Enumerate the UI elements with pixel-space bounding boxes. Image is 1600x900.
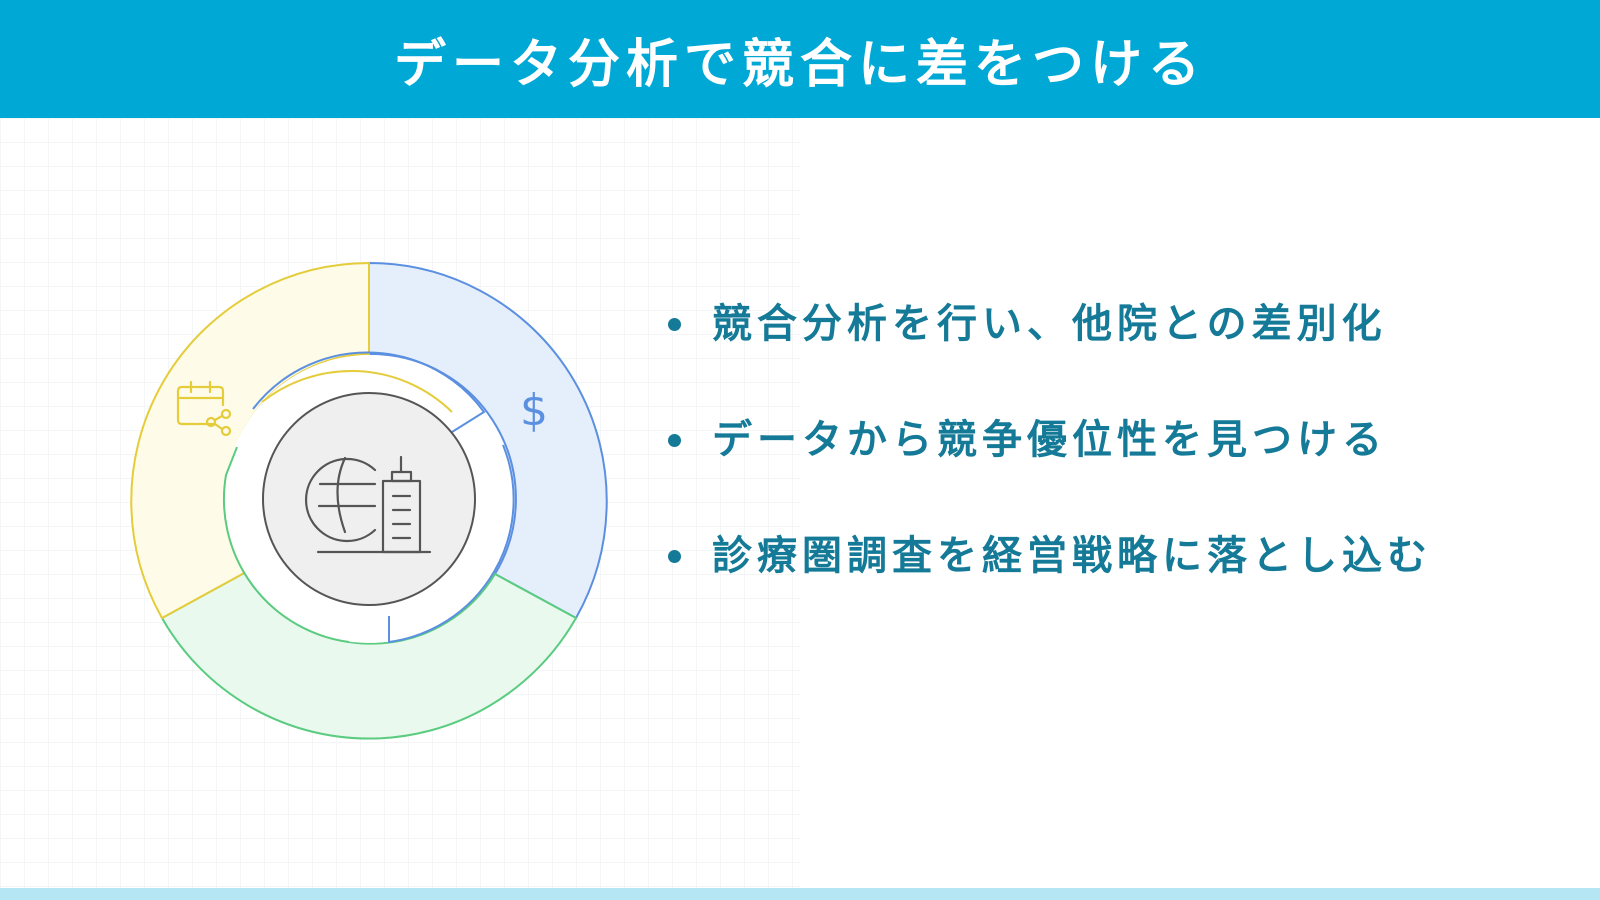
bullet-item: 診療圏調査を経営戦略に落とし込む bbox=[666, 527, 1432, 585]
bullet-list: 競合分析を行い、他院との差別化 データから競争優位性を見つける 診療圏調査を経営… bbox=[666, 295, 1432, 643]
page-title: データ分析で競合に差をつける bbox=[393, 34, 1206, 95]
inner-arc-yellow bbox=[261, 369, 453, 413]
header-bar: データ分析で競合に差をつける bbox=[0, 0, 1600, 118]
calendar-share-icon bbox=[176, 380, 232, 437]
inner-arc-blue-right bbox=[388, 444, 515, 644]
footer-bar bbox=[0, 888, 1600, 900]
center-circle bbox=[262, 392, 476, 606]
bullet-item: 競合分析を行い、他院との差別化 bbox=[666, 295, 1432, 353]
segment-blue-outer bbox=[368, 261, 608, 620]
inner-arc-blue bbox=[252, 351, 486, 433]
bullet-item: データから競争優位性を見つける bbox=[666, 411, 1432, 469]
inner-arc-green bbox=[223, 446, 350, 643]
dollar-icon: $ bbox=[520, 385, 548, 436]
globe-building-icon bbox=[304, 455, 432, 554]
